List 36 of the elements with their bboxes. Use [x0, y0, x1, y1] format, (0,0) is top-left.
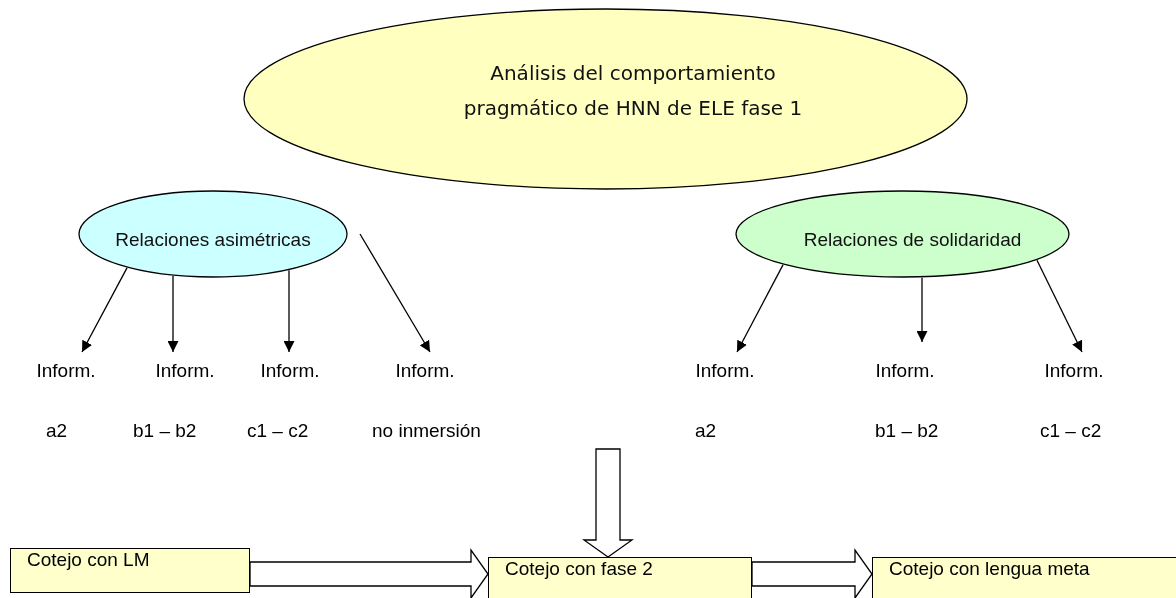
- arrow: [1036, 259, 1083, 353]
- box-label: Cotejo con lengua meta: [888, 558, 1091, 580]
- arrow: [283, 269, 295, 353]
- process-box: [488, 557, 752, 598]
- informant-label: Inform.: [874, 359, 936, 383]
- informant-label: Inform.: [154, 359, 216, 383]
- arrow: [359, 233, 431, 353]
- level-label: b1 – b2: [133, 420, 197, 442]
- informant-label: Inform.: [694, 359, 756, 383]
- level-label: a2: [695, 420, 717, 442]
- node-title: Relaciones de solidaridad: [802, 228, 1023, 252]
- block-arrow: [249, 547, 489, 598]
- informant-label: Inform.: [35, 359, 97, 383]
- level-label: b1 – b2: [875, 420, 939, 442]
- node-title: Análisis del comportamiento pragmático de HNN de ELE fase 1: [462, 60, 804, 122]
- block-arrow: [751, 547, 873, 598]
- ellipse-node: [243, 8, 968, 190]
- level-label: no inmersión: [372, 420, 481, 442]
- block-arrow: [581, 448, 635, 558]
- box-label: Cotejo con LM: [26, 549, 151, 571]
- level-label: a2: [46, 420, 68, 442]
- process-box: [10, 548, 250, 593]
- ellipse-node: [735, 190, 1070, 278]
- level-label: c1 – c2: [1040, 420, 1102, 442]
- informant-label: Inform.: [394, 359, 456, 383]
- arrow: [916, 277, 928, 343]
- box-label: Cotejo con fase 2: [504, 558, 654, 580]
- process-box: [872, 557, 1176, 598]
- node-title: Relaciones asimétricas: [114, 228, 312, 252]
- arrow: [167, 275, 179, 353]
- informant-label: Inform.: [259, 359, 321, 383]
- arrow: [81, 267, 128, 353]
- ellipse-node: [78, 190, 348, 278]
- level-label: c1 – c2: [247, 420, 309, 442]
- informant-label: Inform.: [1043, 359, 1105, 383]
- arrow: [736, 264, 784, 353]
